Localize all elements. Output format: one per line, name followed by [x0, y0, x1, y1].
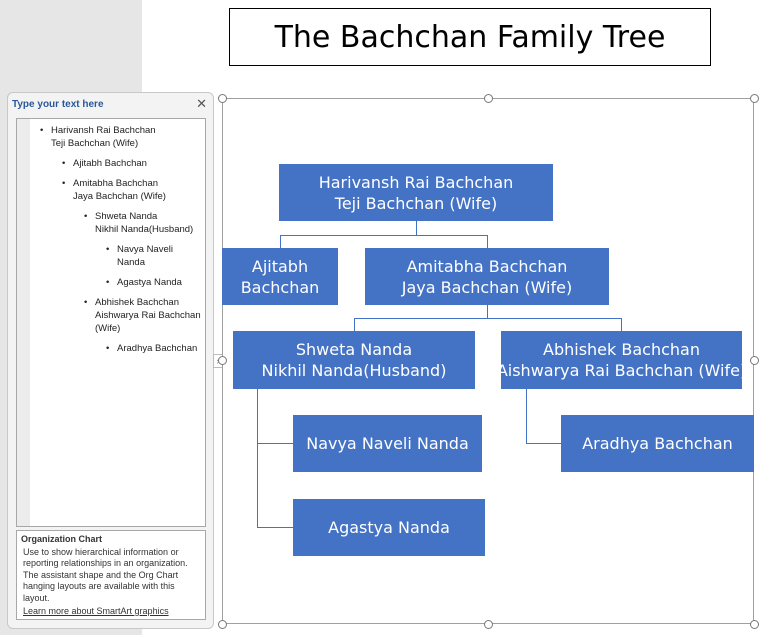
smartart-text-pane: Type your text here ✕ Harivansh Rai Bach…: [7, 92, 214, 629]
resize-handle[interactable]: [749, 355, 759, 365]
node-shweta[interactable]: Shweta Nanda Nikhil Nanda(Husband): [233, 331, 475, 389]
layout-description: Organization Chart Use to show hierarchi…: [16, 530, 206, 620]
text-pane-list[interactable]: Harivansh Rai Bachchan Teji Bachchan (Wi…: [16, 118, 206, 527]
node-navya[interactable]: Navya Naveli Nanda: [293, 415, 482, 472]
node-aradhya[interactable]: Aradhya Bachchan: [561, 415, 754, 472]
description-heading: Organization Chart: [21, 534, 103, 544]
connector-root: [280, 221, 488, 248]
text-pane-item[interactable]: Harivansh Rai Bachchan Teji Bachchan (Wi…: [40, 124, 156, 150]
node-ajitabh[interactable]: Ajitabh Bachchan: [222, 248, 338, 305]
learn-more-link[interactable]: Learn more about SmartArt graphics: [23, 606, 169, 616]
description-body: Use to show hierarchical information or …: [23, 546, 188, 603]
list-gutter: [17, 119, 30, 526]
text-pane-item[interactable]: Aradhya Bachchan: [106, 342, 197, 355]
text-pane-item[interactable]: Agastya Nanda: [106, 276, 182, 289]
node-abhishek[interactable]: Abhishek Bachchan Aishwarya Rai Bachchan…: [497, 331, 746, 389]
node-agastya[interactable]: Agastya Nanda: [293, 499, 485, 556]
text-pane-item[interactable]: Shweta Nanda Nikhil Nanda(Husband): [84, 210, 193, 236]
connector-shweta: [257, 389, 293, 528]
resize-handle[interactable]: [749, 93, 759, 103]
resize-handle[interactable]: [217, 93, 227, 103]
text-pane-item[interactable]: Amitabha Bachchan Jaya Bachchan (Wife): [62, 177, 166, 203]
connector-abhishek: [526, 389, 561, 444]
resize-handle[interactable]: [217, 355, 227, 365]
resize-handle[interactable]: [749, 619, 759, 629]
resize-handle[interactable]: [483, 93, 493, 103]
connector-amitabha: [354, 305, 622, 331]
page-title[interactable]: The Bachchan Family Tree: [229, 8, 711, 66]
close-icon[interactable]: ✕: [196, 96, 207, 111]
text-pane-title: Type your text here: [12, 99, 104, 110]
text-pane-item[interactable]: Navya Naveli Nanda: [106, 243, 173, 269]
node-root[interactable]: Harivansh Rai Bachchan Teji Bachchan (Wi…: [279, 164, 553, 221]
text-pane-item[interactable]: Abhishek Bachchan Aishwarya Rai Bachchan…: [84, 296, 201, 335]
text-pane-item[interactable]: Ajitabh Bachchan: [62, 157, 147, 170]
node-amitabha[interactable]: Amitabha Bachchan Jaya Bachchan (Wife): [365, 248, 609, 305]
resize-handle[interactable]: [217, 619, 227, 629]
resize-handle[interactable]: [483, 619, 493, 629]
